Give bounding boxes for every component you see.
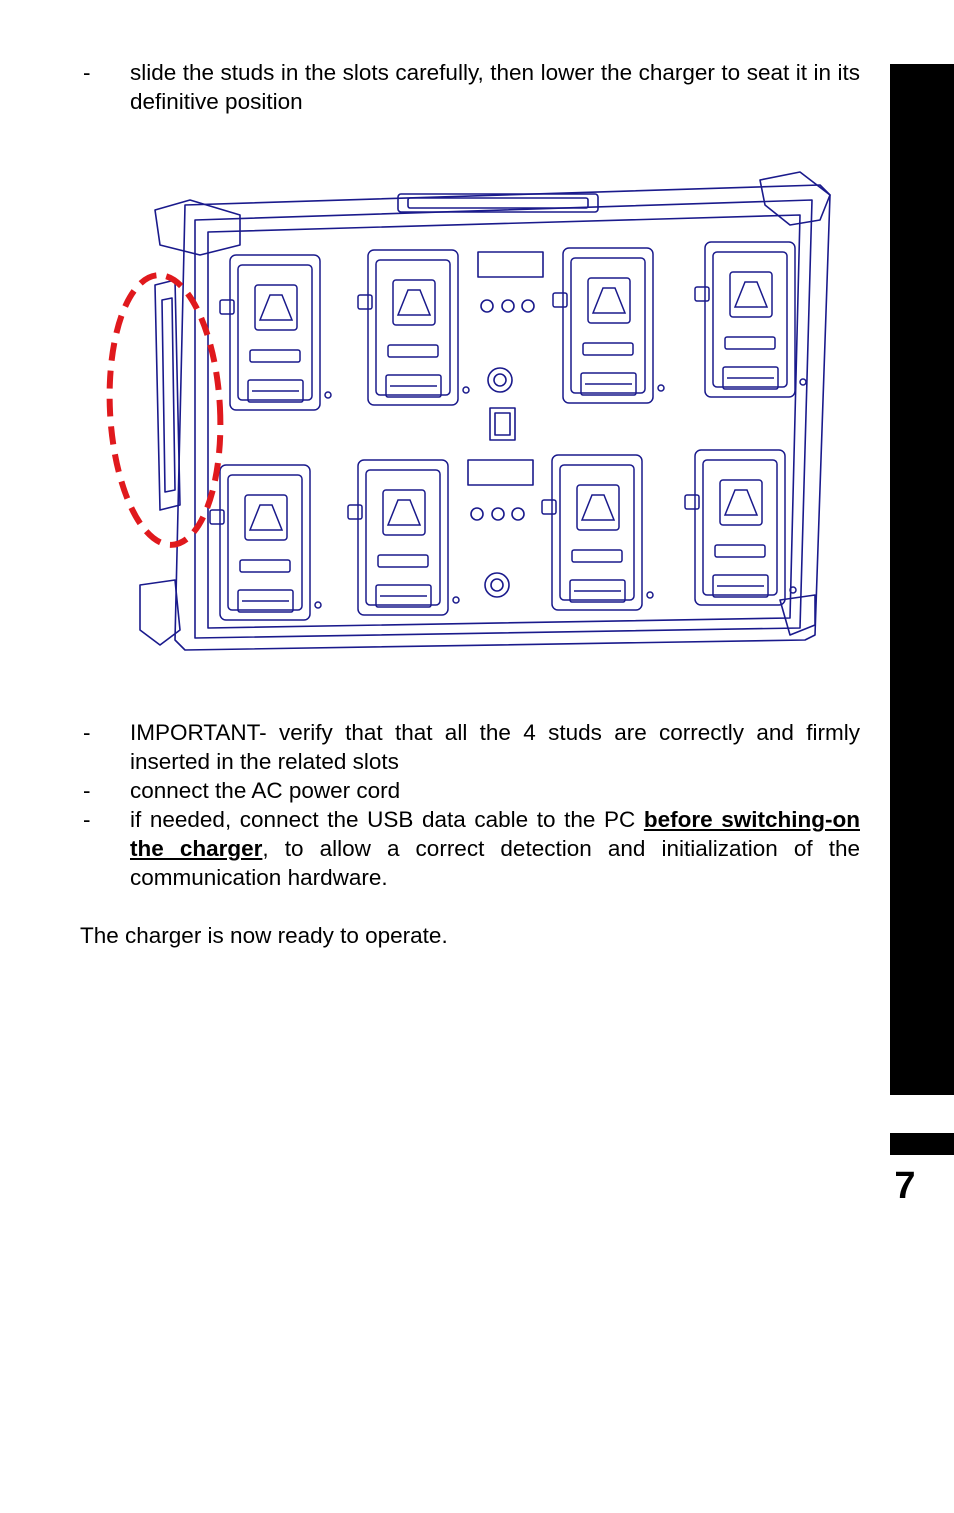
corner-guard bbox=[779, 594, 816, 636]
power-connector bbox=[487, 367, 513, 393]
battery-plate bbox=[694, 241, 807, 398]
emphasis-text: before switching-on the charger bbox=[130, 807, 860, 861]
power-switch bbox=[489, 407, 516, 441]
battery-plate bbox=[552, 247, 665, 404]
instruction-connect-usb: - if needed, connect the USB data cable … bbox=[80, 805, 860, 892]
bullet-dash: - bbox=[83, 720, 91, 745]
instruction-text: if needed, connect the USB data cable to… bbox=[130, 805, 860, 892]
corner-guard bbox=[154, 199, 241, 256]
closing-paragraph: The charger is now ready to operate. bbox=[80, 923, 448, 948]
battery-plate bbox=[347, 459, 460, 616]
battery-plate bbox=[209, 464, 322, 621]
instruction-text: connect the AC power cord bbox=[130, 778, 401, 803]
display-window bbox=[477, 251, 544, 278]
instruction-connect-ac: - connect the AC power cord bbox=[80, 776, 860, 805]
section-tab bbox=[890, 64, 954, 1095]
battery-plate bbox=[684, 449, 797, 606]
battery-plate bbox=[357, 249, 470, 406]
charger-illustration bbox=[100, 160, 840, 670]
instruction-text: IMPORTANT- verify that that all the 4 st… bbox=[130, 720, 860, 774]
corner-guard bbox=[139, 579, 181, 646]
battery-plate bbox=[219, 254, 332, 411]
corner-guard bbox=[759, 171, 831, 226]
instruction-text-part: if needed, connect the USB data cable to… bbox=[130, 807, 644, 832]
charger-frame bbox=[174, 184, 831, 651]
highlight-ellipse bbox=[106, 272, 224, 548]
battery-plate bbox=[541, 454, 654, 611]
instruction-slide-studs: - slide the studs in the slots carefully… bbox=[80, 58, 860, 116]
page-marker bbox=[890, 1133, 954, 1155]
bullet-dash: - bbox=[83, 60, 91, 85]
instruction-verify-studs: - IMPORTANT- verify that that all the 4 … bbox=[80, 718, 860, 776]
page-number: 7 bbox=[894, 1165, 916, 1207]
instruction-text: slide the studs in the slots carefully, … bbox=[130, 60, 860, 114]
side-bracket bbox=[154, 279, 181, 511]
instruction-text-part: , to allow a correct detection and initi… bbox=[130, 836, 860, 890]
charger-handle bbox=[397, 193, 599, 213]
bullet-dash: - bbox=[83, 778, 91, 803]
bullet-dash: - bbox=[83, 807, 91, 832]
